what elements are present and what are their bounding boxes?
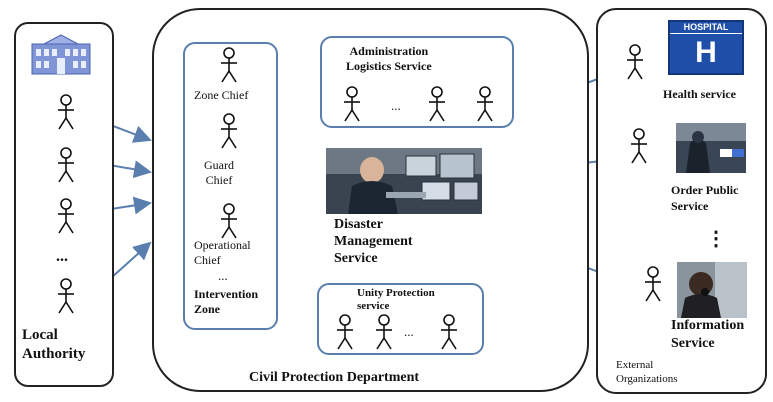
- administration-label: Administration Logistics Service: [346, 44, 432, 73]
- local-authority-panel: [14, 22, 114, 387]
- zone-ellipsis: ...: [218, 268, 228, 283]
- operational-chief-label: Operational Chief: [194, 238, 251, 267]
- admin-person-2: [426, 86, 448, 122]
- operational-chief-person: [218, 203, 240, 239]
- unity-ellipsis: ...: [404, 324, 414, 339]
- police-photo: [676, 123, 746, 173]
- hospital-sign-icon: HOSPITAL H: [668, 20, 744, 75]
- zone-chief-label: Zone Chief: [194, 88, 249, 102]
- local-authority-label: Local Authority: [22, 327, 86, 362]
- unity-protection-box: [317, 283, 484, 355]
- admin-person-3: [474, 86, 496, 122]
- disaster-management-label: Disaster Management Service: [334, 217, 413, 266]
- unity-person-2: [373, 314, 395, 350]
- zone-chief-person: [218, 47, 240, 83]
- information-person: [642, 266, 664, 302]
- order-public-label: Order Public Service: [671, 183, 739, 213]
- civil-protection-label: Civil Protection Department: [249, 370, 420, 385]
- external-vertical-ellipsis: ⋮: [706, 228, 726, 250]
- hospital-sign-letter: H: [695, 36, 717, 69]
- order-public-person: [628, 128, 650, 164]
- health-service-label: Health service: [663, 87, 736, 101]
- admin-person-1: [341, 86, 363, 122]
- unity-protection-label: Unity Protection service: [357, 287, 435, 312]
- information-photo: [677, 262, 747, 318]
- guard-chief-label: Guard Chief: [204, 158, 234, 187]
- information-service-label: Information Service: [671, 318, 745, 351]
- intervention-zone-label: Intervention Zone: [194, 287, 258, 316]
- unity-person-3: [438, 314, 460, 350]
- local-ellipsis: ...: [56, 248, 68, 265]
- unity-person-1: [334, 314, 356, 350]
- health-person: [624, 44, 646, 80]
- hospital-sign-top: HOSPITAL: [670, 22, 742, 34]
- local-person-3: [55, 198, 77, 234]
- external-organizations-label: External Organizations: [616, 359, 678, 385]
- guard-chief-person: [218, 113, 240, 149]
- intervention-zone-box: [183, 42, 278, 330]
- building-icon: [31, 34, 91, 75]
- local-person-2: [55, 147, 77, 183]
- local-person-4: [55, 278, 77, 314]
- control-room-photo: [326, 148, 482, 214]
- local-person-1: [55, 94, 77, 130]
- admin-ellipsis: ...: [391, 98, 401, 113]
- administration-box: [320, 36, 514, 128]
